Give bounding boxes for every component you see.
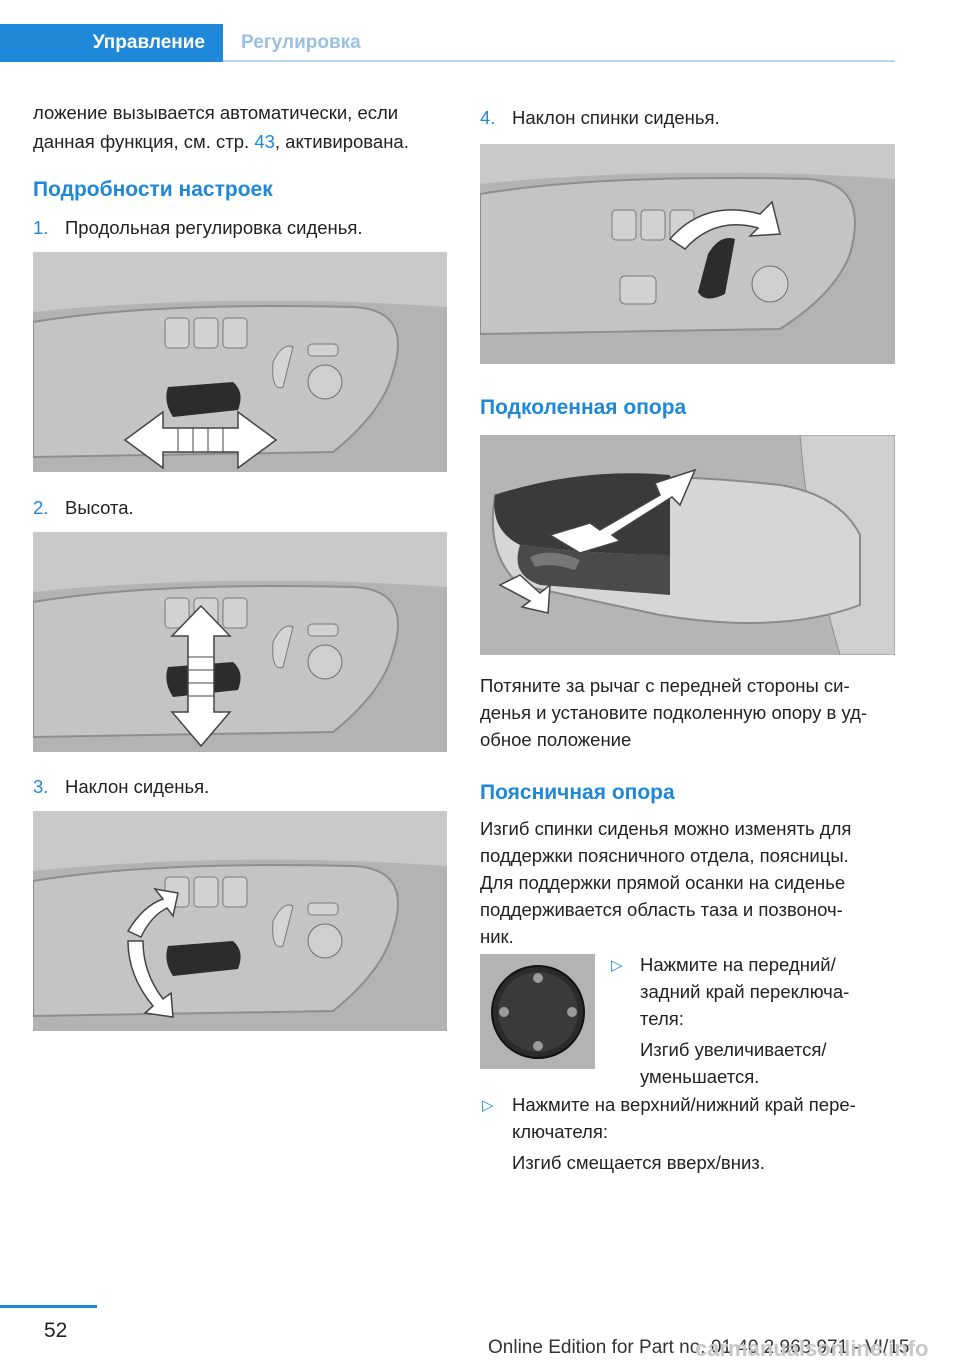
footer-edition: Online Edition for Part no. 01 40 2 963 … (488, 1337, 910, 1358)
bullet-marker-1: ▷ (611, 957, 623, 974)
item-label-2: Высота. (65, 497, 134, 518)
page-number: 52 (44, 1319, 68, 1342)
lumbar-support-heading: Поясничная опора (480, 781, 675, 804)
figure-lumbar-switch (480, 954, 595, 1069)
item-number-1: 1. (33, 217, 49, 238)
bullet-1-result-2: уменьшается. (640, 1066, 760, 1087)
figure-backrest-tilt (480, 144, 895, 364)
knee-support-heading: Подколенная опора (480, 396, 687, 419)
item-label-4: Наклон спинки сиденья. (512, 107, 720, 128)
item-label-3: Наклон сиденья. (65, 776, 210, 797)
figure-knee-support (480, 435, 895, 655)
item-number-4: 4. (480, 107, 496, 128)
page-link-43[interactable]: 43 (254, 131, 275, 152)
intro-text: данная функция, см. стр. (33, 131, 255, 152)
tab-controls[interactable]: Управление (0, 24, 223, 62)
item-label-1: Продольная регулировка сиденья. (65, 217, 363, 238)
lumbar-text-3: Для поддержки прямой осанки на сиденье (480, 872, 846, 893)
bullet-2-result-1: Изгиб смещается вверх/вниз. (512, 1152, 765, 1173)
watermark-text: carmanualsonline.info (695, 1336, 929, 1361)
lumbar-text-2: поддержки поясничного отдела, поясницы. (480, 845, 849, 866)
figure-seat-tilt (33, 811, 447, 1031)
bullet-1-line-3: теля: (640, 1008, 684, 1029)
intro-line-1: ложение вызывается автоматически, если (33, 102, 399, 123)
settings-heading: Подробности настроек (33, 178, 273, 201)
intro-line-2: данная функция, см. стр. 43, активирован… (33, 128, 409, 155)
bullet-1-line-2: задний край переключа- (640, 981, 850, 1002)
knee-text-1: Потяните за рычаг с передней стороны си- (480, 675, 850, 696)
footer-rule (0, 1305, 97, 1308)
knee-text-2: денья и установите подколенную опору в у… (480, 702, 868, 723)
figure-seat-fore-aft (33, 252, 447, 472)
header-rule (223, 60, 895, 62)
bullet-2-line-1: Нажмите на верхний/нижний край пере- (512, 1094, 856, 1115)
figure-seat-height (33, 532, 447, 752)
bullet-1-line-1: Нажмите на передний/ (640, 954, 836, 975)
bullet-marker-2: ▷ (482, 1097, 494, 1114)
knee-text-3: обное положение (480, 729, 632, 750)
bullet-1-result-1: Изгиб увеличивается/ (640, 1039, 827, 1060)
tab-adjustment[interactable]: Регулировка (241, 32, 361, 53)
item-number-3: 3. (33, 776, 49, 797)
bullet-2-line-2: ключателя: (512, 1121, 608, 1142)
item-number-2: 2. (33, 497, 49, 518)
lumbar-text-5: ник. (480, 926, 514, 947)
intro-text-end: , активирована. (274, 131, 409, 152)
lumbar-text-1: Изгиб спинки сиденья можно изменять для (480, 818, 852, 839)
lumbar-text-4: поддерживается область таза и позвоноч- (480, 899, 843, 920)
